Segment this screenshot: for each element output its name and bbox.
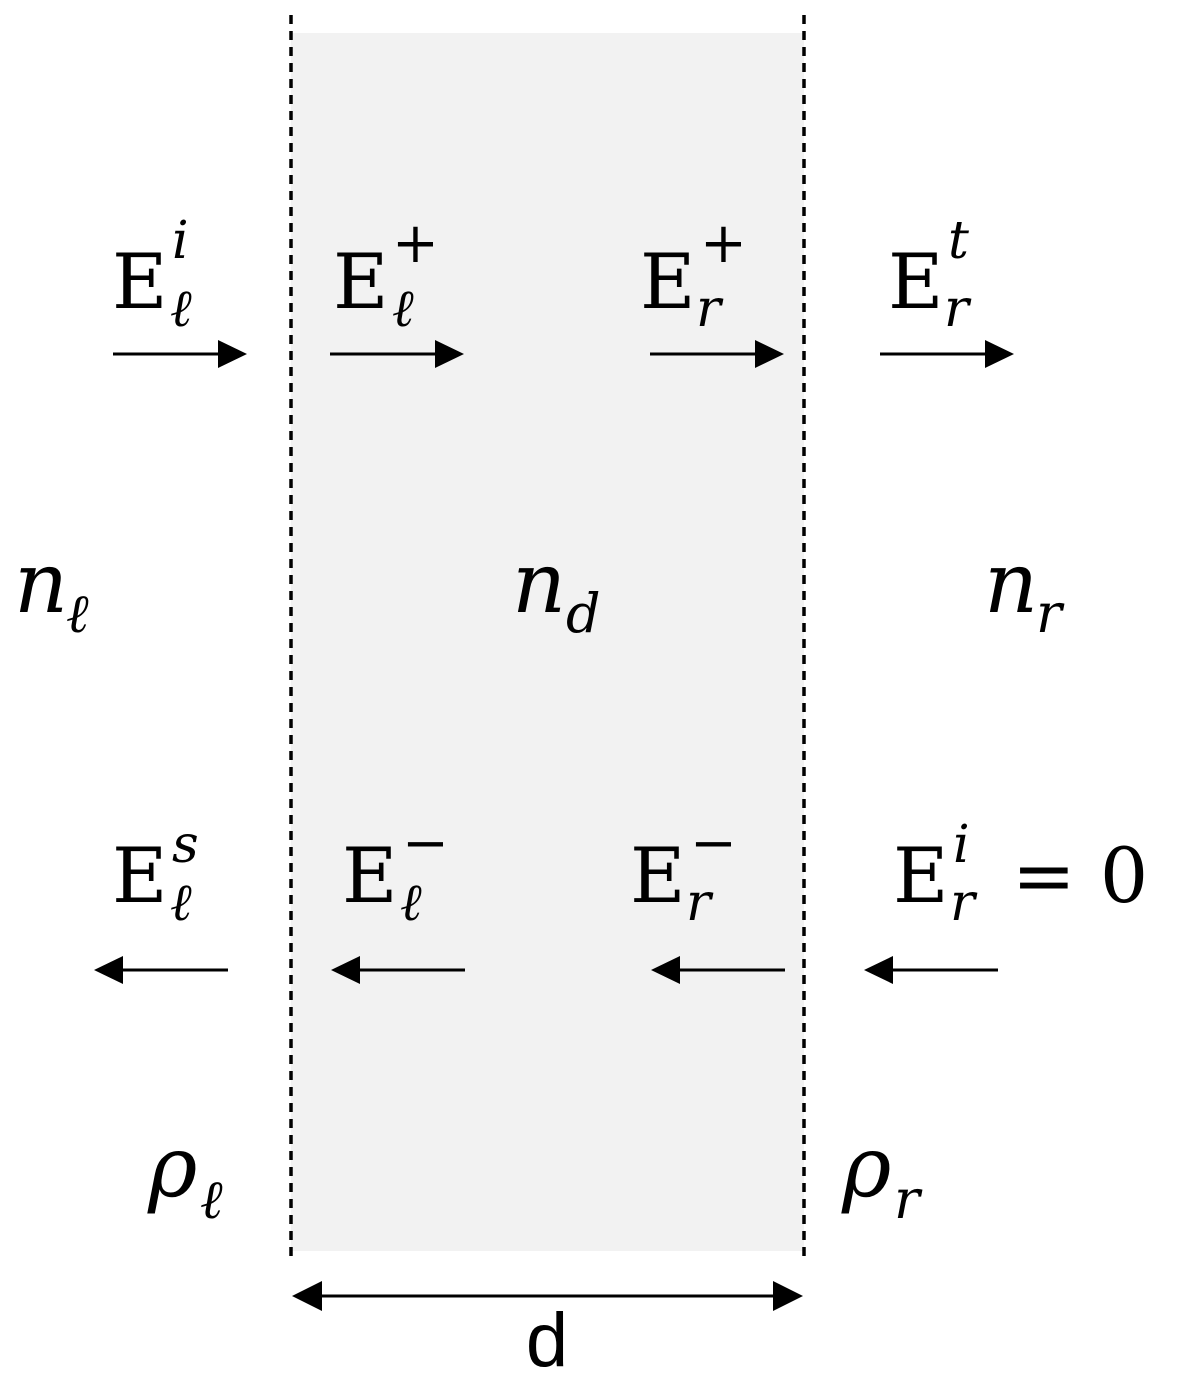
svg-text:+: +	[392, 211, 439, 276]
svg-text:−: −	[690, 811, 737, 876]
arrowhead	[435, 340, 464, 368]
label-E-l-minus: E − ℓ	[342, 811, 449, 933]
arrowhead	[755, 340, 784, 368]
arrowhead	[218, 340, 247, 368]
svg-text:E: E	[888, 237, 943, 326]
svg-text:E: E	[112, 831, 167, 920]
reflectivity-left: ρ ℓ	[147, 1118, 223, 1231]
thickness-label: d	[526, 1298, 568, 1381]
svg-text:r: r	[950, 873, 978, 933]
arrowhead	[94, 956, 123, 984]
label-E-r-plus: E + r	[640, 211, 747, 339]
svg-text:ℓ: ℓ	[66, 582, 89, 645]
svg-text:E: E	[630, 831, 685, 920]
label-E-r-incident-zero: E i r = 0	[893, 815, 1148, 933]
svg-text:E: E	[112, 237, 167, 326]
svg-text:+: +	[700, 211, 747, 276]
svg-text:n: n	[512, 534, 566, 632]
label-E-l-scattered: E s ℓ	[112, 815, 199, 933]
slab-region	[291, 33, 804, 1251]
label-E-l-incident: E i ℓ	[112, 211, 192, 339]
forward-arrows	[113, 340, 1014, 368]
svg-text:n: n	[14, 534, 68, 632]
svg-text:r: r	[894, 1168, 923, 1231]
svg-text:n: n	[984, 534, 1038, 632]
svg-text:ℓ: ℓ	[400, 873, 422, 933]
svg-text:ℓ: ℓ	[170, 873, 192, 933]
svg-text:i: i	[953, 815, 970, 875]
svg-text:ρ: ρ	[841, 1118, 891, 1216]
svg-text:ℓ: ℓ	[170, 279, 192, 339]
svg-text:r: r	[696, 279, 724, 339]
label-E-l-plus: E + ℓ	[333, 211, 439, 339]
svg-text:−: −	[402, 811, 449, 876]
svg-text:d: d	[566, 582, 601, 645]
label-E-r-transmitted: E t r	[888, 211, 972, 339]
svg-text:s: s	[172, 815, 199, 875]
svg-text:t: t	[948, 211, 969, 271]
index-slab: n d	[512, 534, 601, 645]
arrowhead	[292, 1281, 322, 1311]
arrowhead	[331, 956, 360, 984]
thickness-arrow	[292, 1281, 803, 1311]
svg-text:i: i	[172, 211, 189, 271]
reflectivity-right: ρ r	[841, 1118, 923, 1231]
index-right: n r	[984, 534, 1065, 645]
svg-text:E: E	[342, 831, 397, 920]
arrowhead	[651, 956, 680, 984]
svg-text:= 0: = 0	[1012, 831, 1148, 920]
svg-text:r: r	[1036, 582, 1065, 645]
arrowhead	[773, 1281, 803, 1311]
svg-text:E: E	[640, 237, 695, 326]
arrowhead	[985, 340, 1014, 368]
svg-text:ℓ: ℓ	[200, 1168, 223, 1231]
svg-text:r: r	[944, 279, 972, 339]
svg-text:ρ: ρ	[147, 1118, 197, 1216]
index-left: n ℓ	[14, 534, 89, 645]
label-E-r-minus: E − r	[630, 811, 737, 933]
svg-text:r: r	[686, 873, 714, 933]
backward-arrows	[94, 956, 998, 984]
svg-text:E: E	[893, 831, 948, 920]
svg-text:ℓ: ℓ	[392, 279, 414, 339]
svg-text:E: E	[333, 237, 388, 326]
arrowhead	[864, 956, 893, 984]
